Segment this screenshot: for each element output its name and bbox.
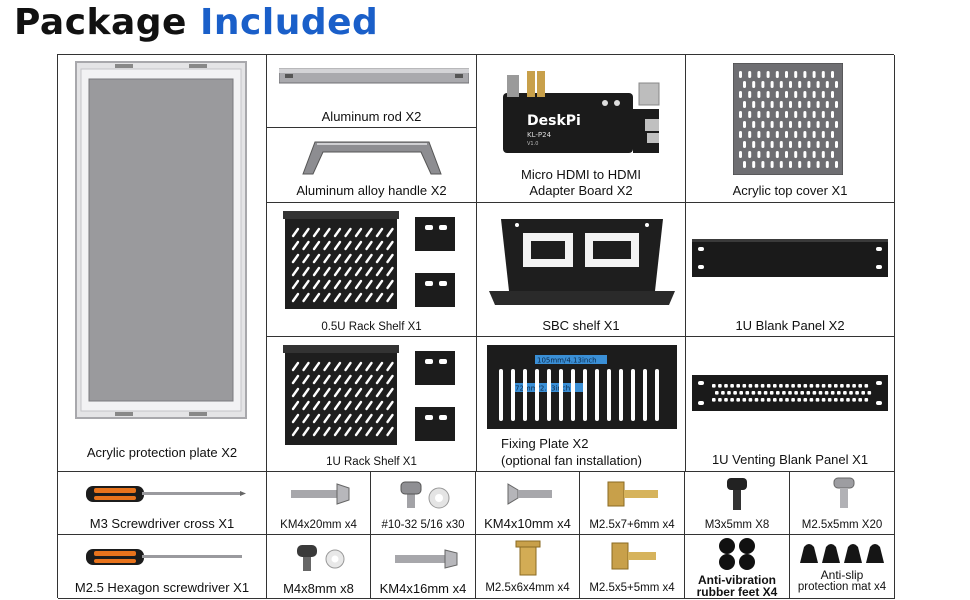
- item-screw-m4x8: M4x8mm x8: [267, 535, 371, 599]
- top-cover-label: Acrylic top cover X1: [732, 183, 848, 198]
- title-word-package: Package: [14, 2, 187, 43]
- brass-insert-icon: [514, 539, 542, 577]
- countersunk-screw-icon: [506, 480, 556, 508]
- item-screw-m3x5: M3x5mm X8: [685, 472, 790, 535]
- board-model-text: KL-P24: [527, 131, 552, 139]
- item-screw-10-32: #10-32 5/16 x30: [371, 472, 476, 535]
- cross-screwdriver-icon: [86, 482, 246, 506]
- item-m3-screwdriver: M3 Screwdriver cross X1: [58, 472, 267, 535]
- rubber-feet-label-line2: rubber feet X4: [696, 585, 778, 599]
- sbc-shelf-image: [487, 211, 677, 311]
- black-screw-icon: [725, 476, 749, 512]
- top-cover-image: [733, 63, 843, 175]
- item-fixing-plate: 72mm/2.83inch 105mm/4.13inch Fixing Plat…: [477, 337, 686, 472]
- screw-km4x10-label: KM4x10mm x4: [484, 516, 571, 531]
- hdmi-board-image: DeskPi KL-P24 V1.0: [497, 69, 667, 157]
- item-hex-screwdriver: M2.5 Hexagon screwdriver X1: [58, 535, 267, 599]
- hdmi-board-label-line2: Adapter Board X2: [529, 183, 633, 198]
- brass-standoff-icon: [604, 480, 664, 508]
- title-word-included: Included: [200, 2, 379, 43]
- item-shelf-1u: 1U Rack Shelf X1: [267, 337, 477, 472]
- board-version-text: V1.0: [527, 141, 538, 147]
- shelf-1u-image: [281, 343, 401, 451]
- handle-image: [297, 136, 447, 178]
- item-screw-km4x16: KM4x16mm x4: [371, 535, 476, 599]
- dimension-height-label: 72mm/2.83inch: [515, 385, 570, 393]
- item-blank-panel: 1U Blank Panel X2: [686, 203, 895, 337]
- shelf-05u-image: [281, 209, 401, 317]
- standoff-m25x5-label: M2.5x5+5mm x4: [589, 582, 675, 594]
- venting-panel-label: 1U Venting Blank Panel X1: [711, 452, 869, 467]
- protection-mat-label-line1: Anti-slip: [820, 568, 864, 582]
- venting-panel-image: [692, 375, 888, 411]
- item-screw-km4x20: KM4x20mm x4: [267, 472, 371, 535]
- rubber-feet-icon: [717, 537, 757, 571]
- aluminum-rod-image: [279, 65, 469, 89]
- item-venting-panel: 1U Venting Blank Panel X1: [686, 337, 895, 472]
- shelf-1u-label: 1U Rack Shelf X1: [326, 456, 417, 468]
- hex-screwdriver-icon: [86, 545, 246, 569]
- item-rubber-feet: Anti-vibration rubber feet X4: [685, 535, 790, 599]
- screw-10-32-label: #10-32 5/16 x30: [381, 519, 465, 531]
- fixing-plate-label-line2: (optional fan installation): [501, 453, 642, 468]
- item-hdmi-board: DeskPi KL-P24 V1.0 Micro HDMI to HDMI Ad…: [477, 55, 686, 203]
- item-standoff-m25x6x4: M2.5x6x4mm x4: [476, 535, 580, 599]
- item-acrylic-plate: Acrylic protection plate X2: [58, 55, 267, 472]
- sbc-shelf-label: SBC shelf X1: [542, 318, 620, 333]
- item-handle: Aluminum alloy handle X2: [267, 128, 477, 203]
- screw-km4x16-label: KM4x16mm x4: [379, 581, 467, 596]
- brass-standoff-short-icon: [608, 541, 664, 571]
- screw-m3x5-label: M3x5mm X8: [704, 519, 770, 531]
- flat-head-screw-icon: [291, 482, 351, 506]
- hex-screwdriver-label: M2.5 Hexagon screwdriver X1: [74, 580, 250, 595]
- board-brand-text: DeskPi: [527, 113, 581, 129]
- screw-m4x8-label: M4x8mm x8: [283, 581, 354, 596]
- page-title: Package Included: [14, 2, 378, 48]
- dimension-width-label: 105mm/4.13inch: [537, 357, 597, 365]
- item-screw-km4x10: KM4x10mm x4: [476, 472, 580, 535]
- item-standoff-m25x5: M2.5x5+5mm x4: [580, 535, 685, 599]
- hdmi-board-label-line1: Micro HDMI to HDMI: [521, 167, 641, 182]
- fixing-plate-image: 72mm/2.83inch 105mm/4.13inch: [487, 345, 677, 429]
- acrylic-plate-label: Acrylic protection plate X2: [86, 445, 238, 460]
- anti-slip-mat-icon: [798, 541, 888, 565]
- shelf-05u-label: 0.5U Rack Shelf X1: [321, 321, 422, 333]
- standoff-m25x7-label: M2.5x7+6mm x4: [589, 519, 675, 531]
- button-screw-washer-icon: [293, 541, 349, 573]
- long-flat-screw-icon: [395, 549, 459, 569]
- item-top-cover: Acrylic top cover X1: [686, 55, 895, 203]
- aluminum-rod-label: Aluminum rod X2: [321, 109, 422, 124]
- screw-km4x20-label: KM4x20mm x4: [280, 519, 357, 531]
- standoff-m25x6x4-label: M2.5x6x4mm x4: [485, 582, 570, 594]
- item-standoff-m25x7: M2.5x7+6mm x4: [580, 472, 685, 535]
- fixing-plate-label-line1: Fixing Plate X2: [501, 436, 589, 451]
- item-protection-mat: Anti-slip protection mat x4: [790, 535, 895, 599]
- silver-screw-icon: [832, 476, 856, 512]
- shelf-05u-brackets: [413, 217, 459, 311]
- handle-label: Aluminum alloy handle X2: [296, 183, 447, 198]
- shelf-1u-brackets: [413, 351, 459, 445]
- item-sbc-shelf: SBC shelf X1: [477, 203, 686, 337]
- blank-panel-image: [692, 239, 888, 277]
- rubber-feet-label-line1: Anti-vibration: [698, 573, 776, 587]
- acrylic-plate-image: [75, 61, 247, 419]
- item-aluminum-rod: Aluminum rod X2: [267, 55, 477, 128]
- protection-mat-label-line2: protection mat x4: [797, 581, 887, 593]
- blank-panel-label: 1U Blank Panel X2: [735, 318, 845, 333]
- screw-m25x5-label: M2.5x5mm X20: [801, 519, 883, 531]
- screw-washer-icon: [397, 478, 453, 510]
- item-screw-m25x5: M2.5x5mm X20: [790, 472, 895, 535]
- package-grid: Acrylic protection plate X2 Aluminum rod…: [57, 54, 895, 599]
- item-shelf-05u: 0.5U Rack Shelf X1: [267, 203, 477, 337]
- m3-screwdriver-label: M3 Screwdriver cross X1: [89, 516, 235, 531]
